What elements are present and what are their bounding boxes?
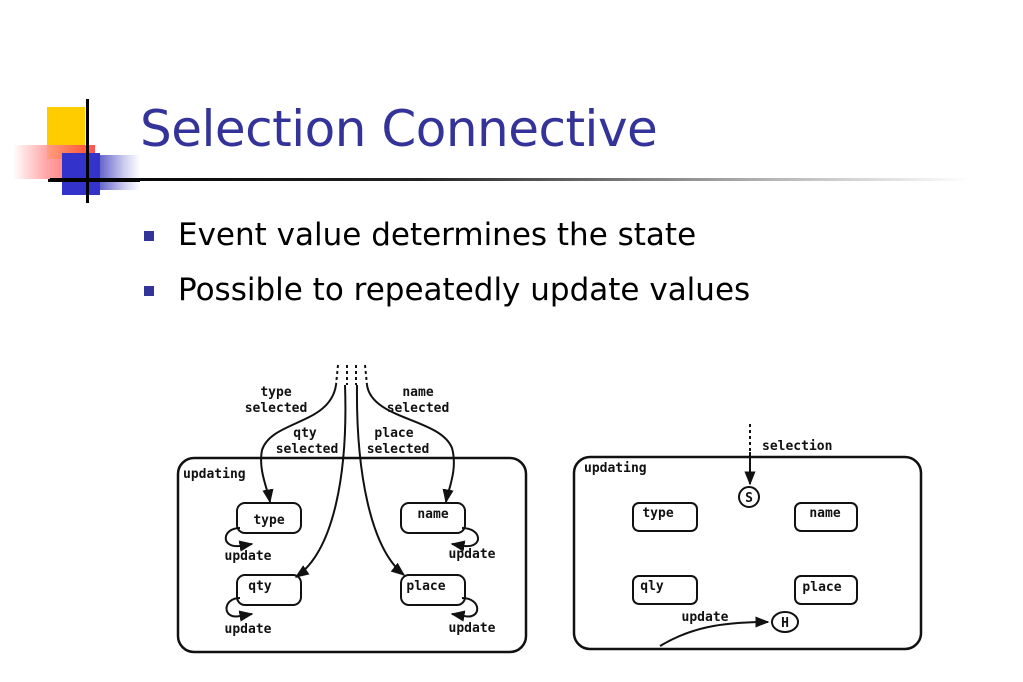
state-label-type: type [253, 513, 284, 528]
self-loop-place [450, 597, 479, 622]
bullet-item: Possible to repeatedly update values [142, 263, 750, 318]
history-marker [771, 611, 799, 633]
event-label: selected [276, 442, 339, 457]
bullet-text: Possible to repeatedly update values [178, 272, 751, 308]
right-updating-container [572, 455, 923, 651]
self-loop-label: update [225, 549, 272, 564]
slide-title: Selection Connective [140, 100, 658, 158]
self-loop-qty [225, 597, 254, 622]
state-label-place: place [406, 579, 445, 594]
state-label-type: type [642, 506, 673, 521]
bullet-text: Event value determines the state [178, 217, 697, 253]
bullet-item: Event value determines the state [142, 208, 750, 263]
event-label: type [260, 385, 291, 400]
state-type [632, 502, 698, 532]
event-label: selected [245, 401, 308, 416]
bullet-marker-icon [144, 231, 154, 241]
self-loop-name [450, 527, 479, 552]
state-place [794, 575, 858, 605]
history-transition-label: update [682, 610, 729, 625]
right-statechart [572, 424, 923, 651]
history-marker-label: H [781, 616, 789, 631]
selection-marker [738, 486, 760, 508]
event-label: place [374, 426, 413, 441]
event-label: selected [387, 401, 450, 416]
bullet-marker-icon [144, 286, 154, 296]
state-qty [236, 574, 302, 606]
state-label-qty: qty [248, 579, 272, 594]
left-updating-container [176, 456, 528, 654]
selection-event-label: selection [762, 439, 832, 454]
self-loop-label: update [449, 621, 496, 636]
bullet-list: Event value determines the state Possibl… [142, 208, 750, 318]
transition-name-selected [366, 384, 455, 504]
state-label-name: name [809, 506, 840, 521]
transition-place-selected [355, 384, 406, 576]
event-label: selected [367, 442, 430, 457]
state-place [400, 574, 466, 606]
state-qly [632, 575, 698, 605]
self-loop-label: update [449, 547, 496, 562]
right-container-label: updating [584, 461, 647, 476]
selection-marker-label: S [745, 491, 753, 506]
left-container-label: updating [183, 467, 246, 482]
state-label-qly: qly [640, 579, 664, 594]
event-label: name [402, 385, 433, 400]
history-transition [659, 616, 770, 647]
state-type [236, 502, 302, 534]
state-label-name: name [417, 507, 448, 522]
state-label-place: place [802, 580, 841, 595]
title-rule [50, 178, 970, 181]
state-name [400, 502, 466, 534]
left-statechart [176, 364, 528, 654]
transition-qty-selected [294, 384, 347, 578]
event-label: qty [293, 426, 317, 441]
entry-dashed-line [364, 364, 368, 386]
state-name [794, 502, 858, 532]
self-loop-label: update [225, 622, 272, 637]
entry-dashed-line [335, 364, 339, 386]
transition-type-selected [260, 384, 337, 504]
self-loop-type [224, 527, 254, 552]
